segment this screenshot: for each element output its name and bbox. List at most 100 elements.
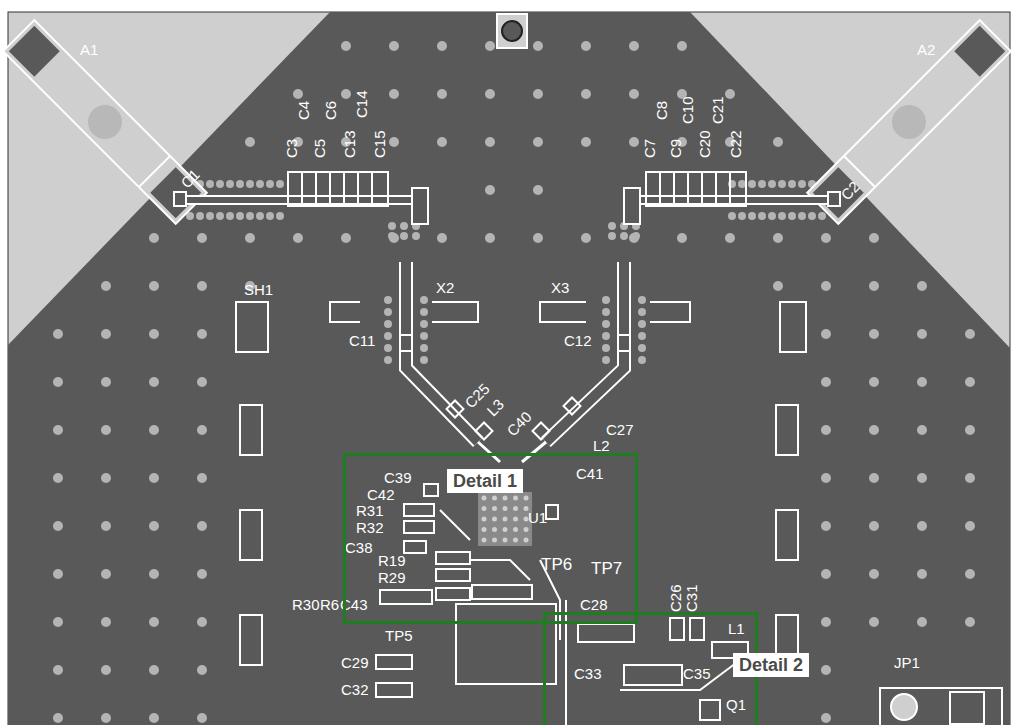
via [101,569,111,579]
via [101,713,111,723]
via [53,377,63,387]
via [629,89,639,99]
via [869,473,879,483]
part-label: C38 [345,540,373,555]
via [197,329,207,339]
via [53,713,63,723]
via [821,425,831,435]
part-label: C12 [564,333,592,348]
part-label: C32 [341,682,369,697]
detail-title: Detail 1 [447,469,523,493]
thermal-via [513,527,518,532]
via [341,89,351,99]
via [389,233,399,243]
via [197,713,207,723]
part-label: C22 [728,130,743,158]
via [758,212,766,220]
thermal-via [492,527,497,532]
via [768,180,776,188]
via [758,180,766,188]
detail-frame: Detail 2 [543,612,758,725]
via [149,569,159,579]
thermal-via [482,496,487,501]
via [256,212,264,220]
via [677,41,687,51]
part-label: R19 [378,553,406,568]
part-label: C26 [668,584,683,612]
via [53,473,63,483]
thermal-via [513,496,518,501]
via [485,185,495,195]
via [149,329,159,339]
via [821,713,831,723]
via [869,281,879,291]
via [197,665,207,675]
thermal-via [524,496,529,501]
via [400,222,408,230]
via [384,320,392,328]
thermal-via [482,527,487,532]
detail-title: Detail 2 [733,653,809,677]
via [276,180,284,188]
via [738,180,746,188]
via [778,212,786,220]
via [437,233,447,243]
via [638,308,646,316]
thermal-via [524,506,529,511]
via [293,233,303,243]
via [917,521,927,531]
via [149,281,159,291]
via [629,41,639,51]
via [602,308,610,316]
via [602,320,610,328]
via [206,180,214,188]
part-label: C21 [710,96,725,124]
via [821,281,831,291]
via [917,617,927,627]
part-label: R31 [356,503,384,518]
via [197,473,207,483]
via [581,233,591,243]
via [821,329,831,339]
thermal-via [492,506,497,511]
via [738,212,746,220]
thermal-via [482,506,487,511]
via [485,233,495,243]
part-label: A1 [80,42,98,57]
part-label: R30 [292,597,320,612]
part-label: C41 [576,466,604,481]
part-label: R29 [378,570,406,585]
part-label: C27 [606,422,634,437]
via [638,296,646,304]
via [629,233,639,243]
via [581,137,591,147]
via [53,617,63,627]
via [821,473,831,483]
via [53,425,63,435]
via [216,180,224,188]
via [677,233,687,243]
via [917,281,927,291]
via [917,425,927,435]
part-label: C9 [668,139,683,158]
via [632,232,640,240]
via [629,137,639,147]
part-label: C33 [574,666,602,681]
via [101,617,111,627]
via [341,41,351,51]
via [869,569,879,579]
part-label: JP1 [894,655,920,670]
thermal-via [482,517,487,522]
part-label: X3 [551,280,569,295]
via [778,180,786,188]
via [420,344,428,352]
via [869,617,879,627]
via [602,332,610,340]
via [638,320,646,328]
via [821,377,831,387]
via [533,185,543,195]
via [246,212,254,220]
via [773,137,783,147]
via [236,180,244,188]
via [533,41,543,51]
